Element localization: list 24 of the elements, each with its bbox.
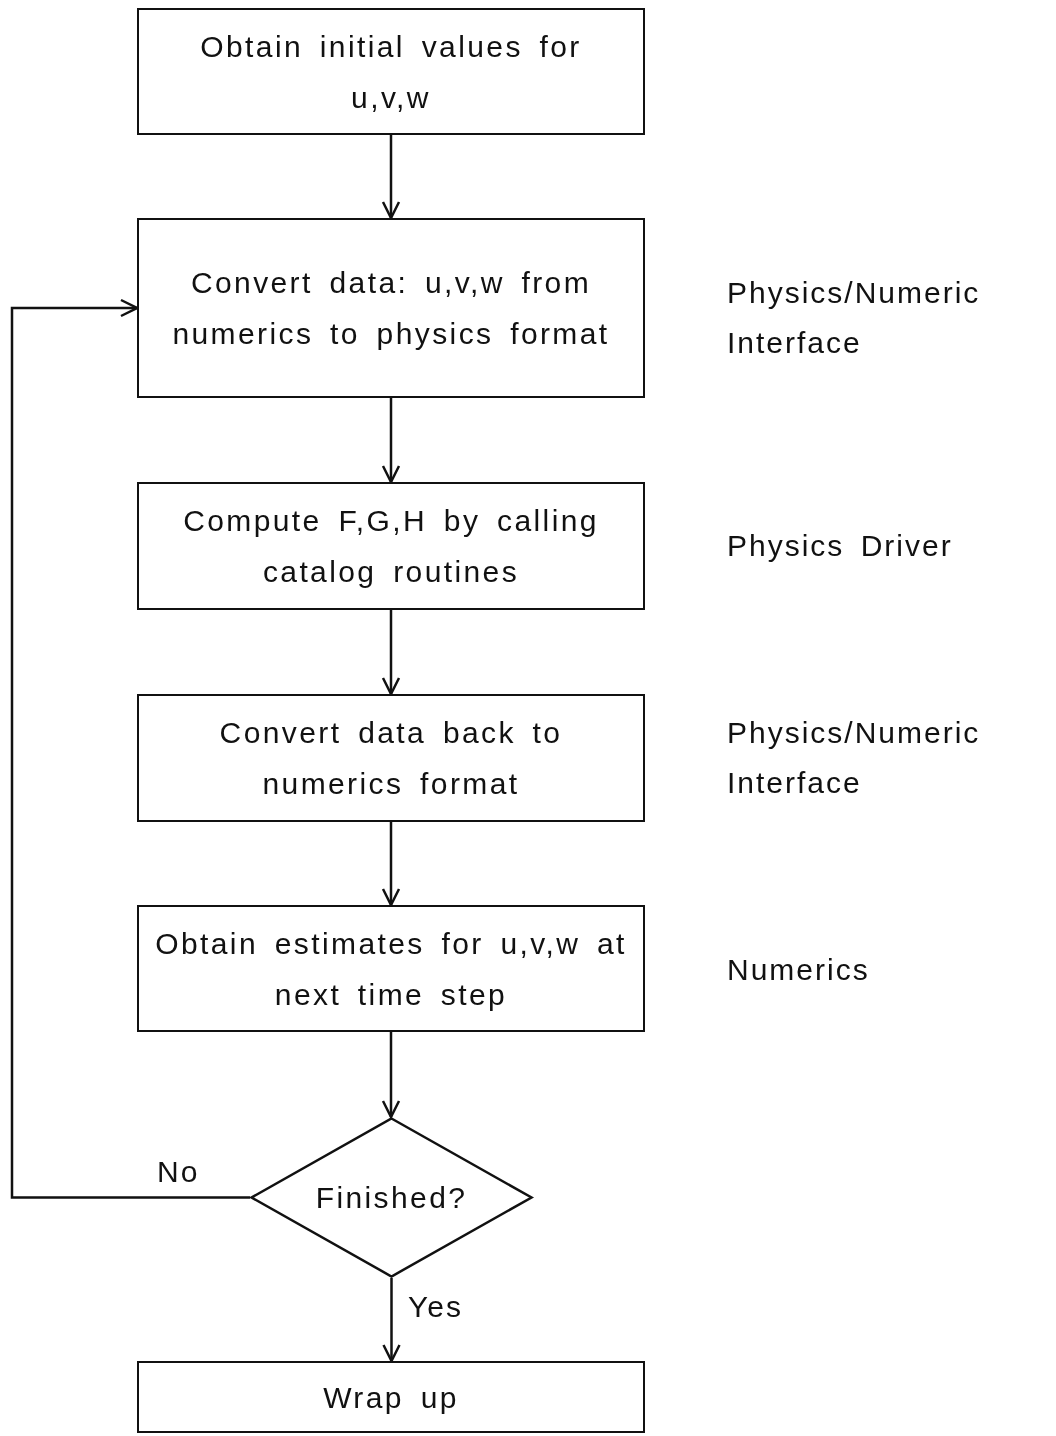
- process-box: [137, 694, 645, 822]
- arrow: [381, 610, 401, 696]
- node-text: Convert data: u,v,w from numerics to physics format: [171, 265, 611, 352]
- process-box: [137, 482, 645, 610]
- layer-label: Physics/Numeric Interface: [727, 275, 982, 361]
- node-text: Compute F,G,H by calling catalog routines: [182, 503, 600, 590]
- node-text: Obtain initial values for u,v,w: [199, 28, 583, 116]
- arrow: [382, 1278, 401, 1363]
- arrow: [381, 398, 401, 484]
- node-text: Obtain estimates for u,v,w at next time step: [154, 925, 628, 1013]
- layer-label: Physics Driver: [727, 528, 954, 564]
- node-text: Finished?: [314, 1180, 469, 1216]
- node-text: Wrap up: [322, 1379, 460, 1416]
- arrow: [381, 1032, 401, 1119]
- process-box: [137, 1361, 645, 1433]
- arrow: [10, 298, 250, 1199]
- layer-label: Numerics: [727, 952, 871, 988]
- layer-label: Physics/Numeric Interface: [727, 715, 982, 801]
- process-box: [137, 905, 645, 1032]
- arrow: [381, 135, 401, 220]
- arrow: [381, 822, 401, 907]
- process-box: [137, 8, 645, 135]
- node-text: Convert data back to numerics format: [218, 715, 564, 802]
- process-box: [137, 218, 645, 398]
